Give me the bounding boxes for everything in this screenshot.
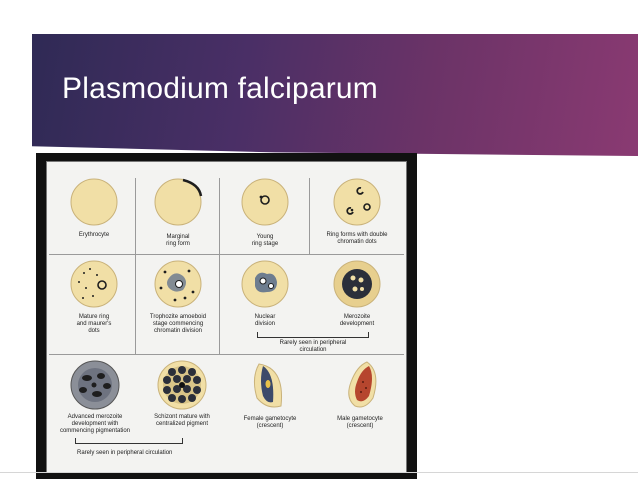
stage-female-gametocyte: Female gametocyte (crescent) — [227, 358, 313, 448]
male-gametocyte-drawing — [348, 361, 377, 408]
stage-caption: Advanced merozoite development with comm… — [59, 414, 131, 434]
row-divider-1 — [49, 254, 404, 255]
row2-bracket — [257, 332, 369, 338]
row-divider-2 — [49, 354, 404, 355]
row2-note: Rarely seen in peripheral circulation — [279, 340, 347, 353]
stage-caption: Young ring stage — [251, 234, 279, 247]
stage-male-gametocyte: Male gametocyte (crescent) — [315, 358, 405, 448]
stage-caption: Merozoite development — [339, 314, 375, 327]
young-ring-drawing — [241, 178, 289, 226]
trophozoite-drawing — [154, 260, 202, 308]
stage-schizont: Schizont mature with centralized pigment — [139, 358, 225, 448]
stage-marginal-ring: Marginal ring form — [139, 176, 217, 254]
col-divider-3 — [309, 178, 310, 254]
female-gametocyte-drawing — [253, 363, 283, 408]
stage-trophozoite: Trophozite amoeboid stage commencing chr… — [139, 258, 217, 348]
stage-nuclear-division: Nuclear division — [225, 258, 305, 348]
merozoite-development-drawing — [333, 260, 381, 308]
schizont-drawing — [157, 360, 207, 410]
erythrocyte-drawing — [70, 178, 118, 226]
stage-merozoite-development: Merozoite development — [311, 258, 403, 348]
stage-caption: Trophozite amoeboid stage commencing chr… — [149, 314, 207, 334]
col-divider-1 — [135, 178, 136, 354]
stage-caption: Nuclear division — [254, 314, 276, 327]
slide-title: Plasmodium falciparum — [62, 72, 378, 105]
stage-caption: Mature ring and maurer's dots — [76, 314, 112, 334]
title-banner — [32, 34, 638, 156]
stage-advanced-merozoite: Advanced merozoite development with comm… — [53, 358, 137, 448]
stage-double-chromatin: Ring forms with double chromatin dots — [311, 176, 403, 254]
mature-ring-drawing — [70, 260, 118, 308]
figure-panel: Erythrocyte Marginal ring form — [46, 161, 407, 473]
advanced-merozoite-drawing — [70, 360, 120, 410]
stage-caption: Female gametocyte (crescent) — [243, 416, 297, 429]
row3-note: Rarely seen in peripheral circulation — [77, 450, 173, 456]
stage-caption: Marginal ring form — [166, 234, 190, 247]
double-chromatin-drawing — [333, 178, 381, 226]
nuclear-division-drawing — [241, 260, 289, 308]
stage-caption: Male gametocyte (crescent) — [337, 416, 383, 429]
stage-mature-ring: Mature ring and maurer's dots — [55, 258, 133, 348]
marginal-ring-drawing — [154, 178, 203, 226]
stage-caption: Erythrocyte — [78, 232, 110, 238]
stage-erythrocyte: Erythrocyte — [55, 176, 133, 254]
lifecycle-figure: Erythrocyte Marginal ring form — [36, 153, 417, 479]
slide-footer-rule — [0, 472, 638, 473]
stage-caption: Ring forms with double chromatin dots — [326, 232, 388, 245]
row3-bracket — [75, 438, 183, 444]
stage-caption: Schizont mature with centralized pigment — [154, 414, 210, 427]
col-divider-2 — [219, 178, 220, 354]
stage-young-ring: Young ring stage — [225, 176, 305, 254]
